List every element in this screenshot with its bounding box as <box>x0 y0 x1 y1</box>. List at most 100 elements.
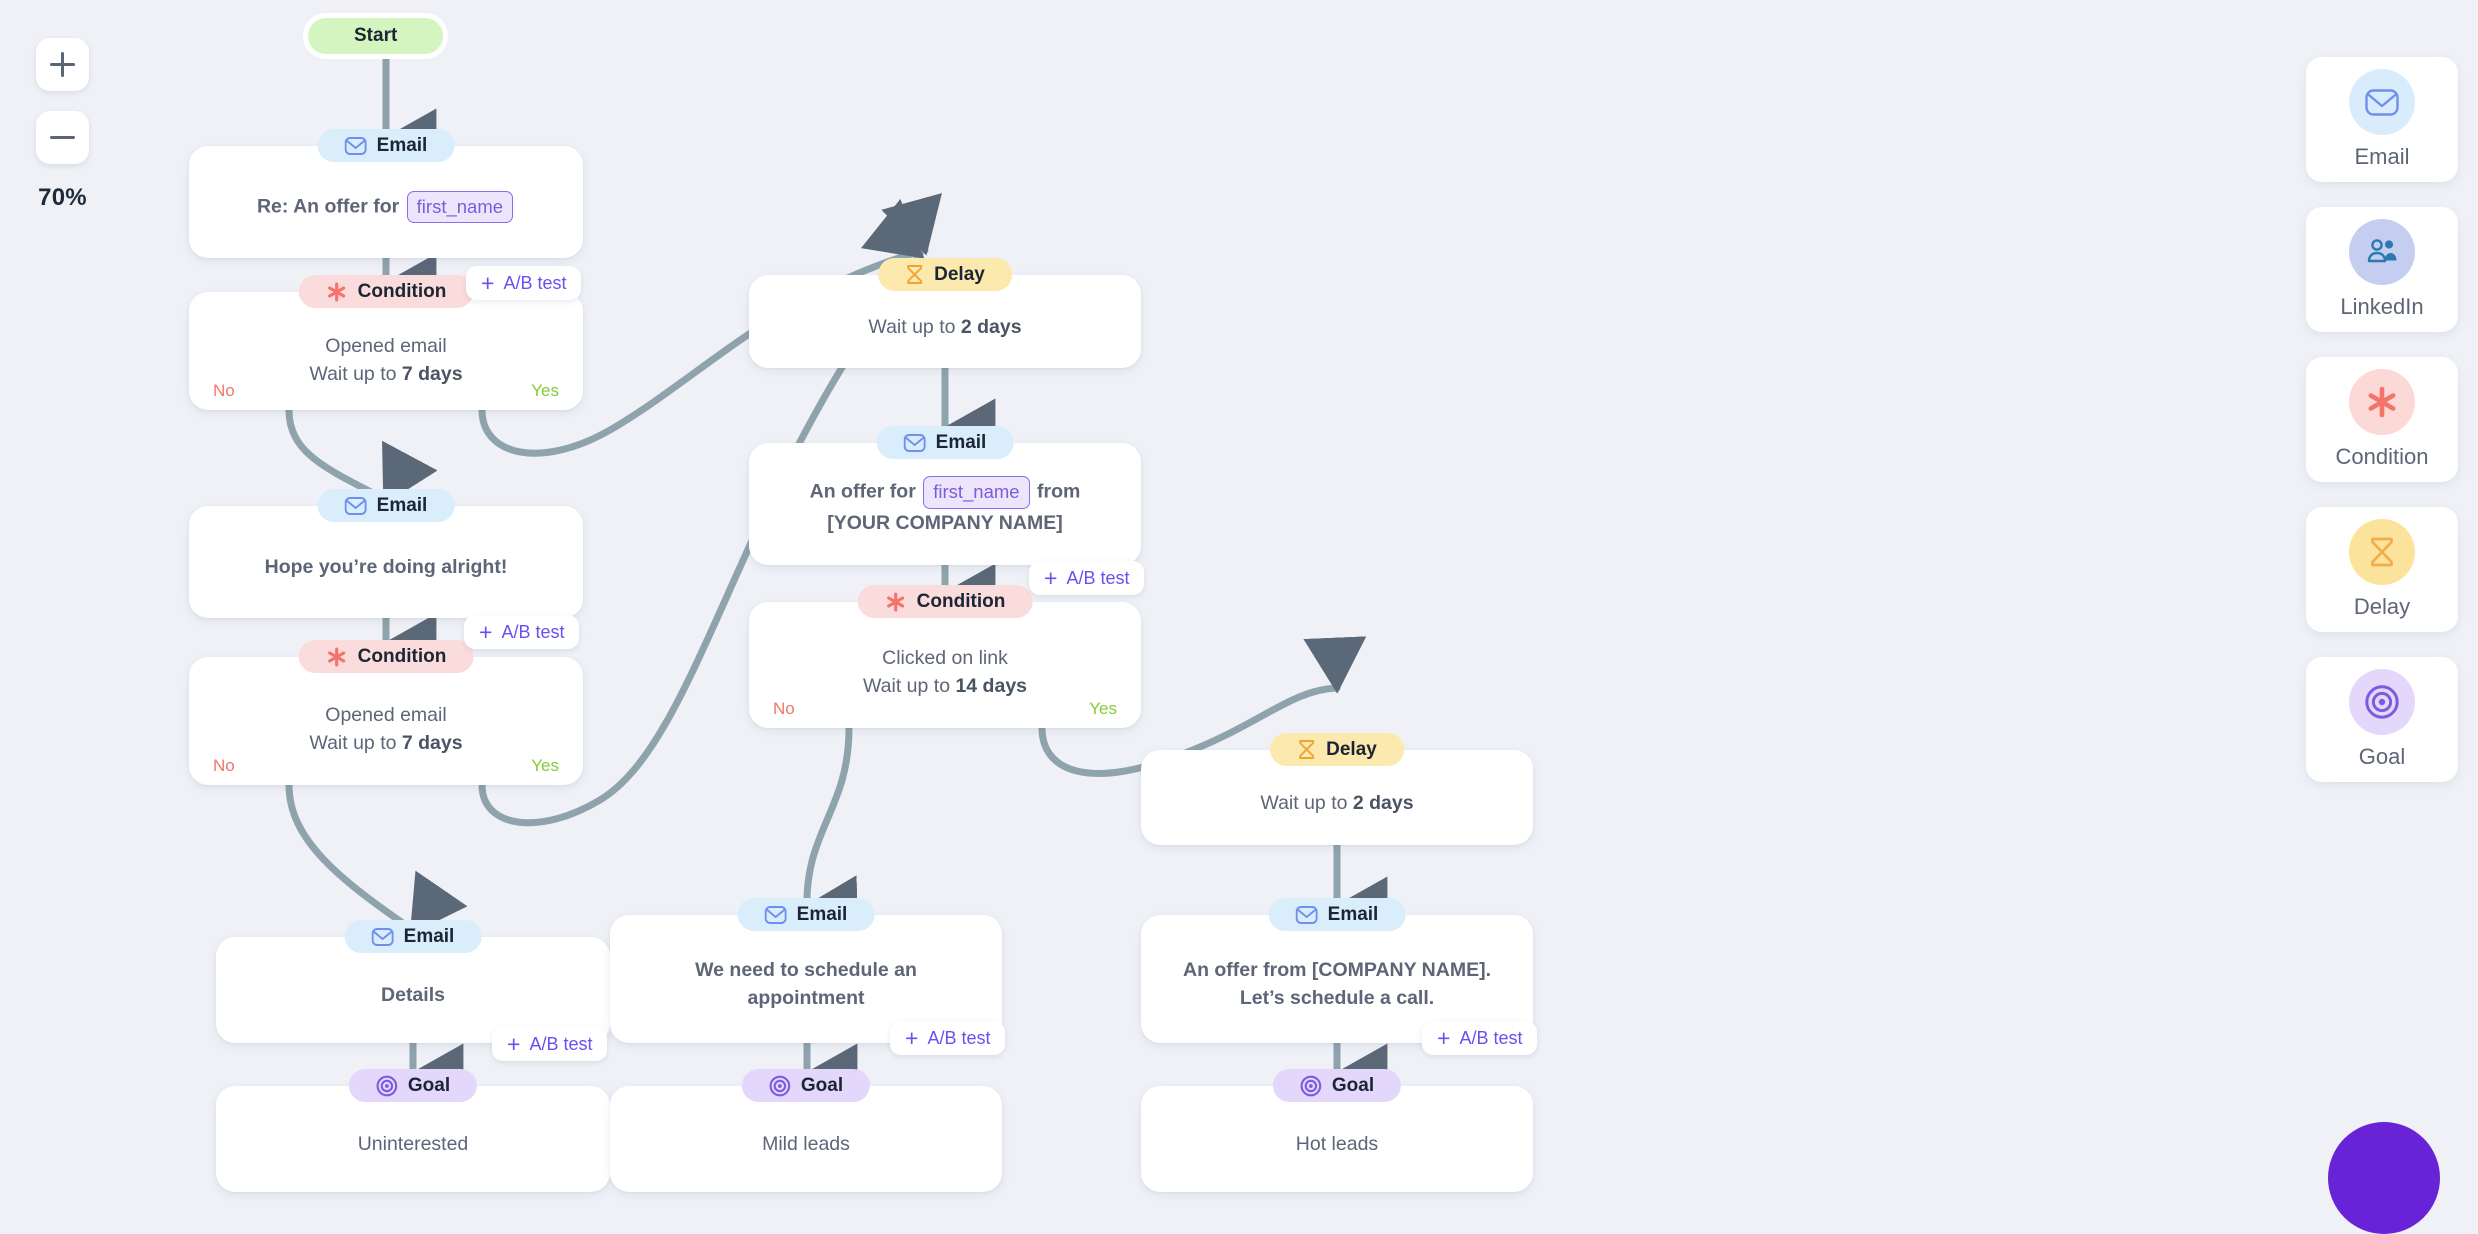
plus-icon <box>50 52 75 77</box>
goal-hot-text: Hot leads <box>1295 1132 1379 1155</box>
ab-test-button-1[interactable]: + A/B test <box>466 266 582 300</box>
delay-badge-label: Delay <box>1326 738 1377 760</box>
ab-test-button-3[interactable]: + A/B test <box>492 1027 608 1061</box>
condition-1-no-label: No <box>213 381 235 400</box>
node-delay-1[interactable]: Delay Wait up to 2 days <box>749 258 1141 368</box>
ab-test-label: A/B test <box>1066 567 1130 588</box>
node-condition-3[interactable]: Condition Clicked on link Wait up to 14 … <box>749 585 1141 728</box>
node-email-1[interactable]: Email Re: An offer for first_name <box>189 129 583 258</box>
email-icon <box>2349 69 2415 135</box>
node-email-3[interactable]: Email An offer for first_name from [YOUR… <box>749 426 1141 565</box>
ab-test-label: A/B test <box>927 1027 991 1048</box>
condition-2-wait-prefix: Wait up to <box>309 732 402 754</box>
email-5-subject-line-2: Let’s schedule a call. <box>1239 987 1435 1009</box>
condition-3-no-label: No <box>773 699 795 718</box>
node-start[interactable]: Start <box>308 18 444 54</box>
zoom-in-button[interactable] <box>36 38 89 91</box>
palette-item-condition[interactable]: Condition <box>2306 357 2458 482</box>
palette-item-goal[interactable]: Goal <box>2306 657 2458 782</box>
palette-item-linkedin[interactable]: LinkedIn <box>2306 207 2458 332</box>
node-condition-2[interactable]: Condition Opened email Wait up to 7 days… <box>189 640 583 785</box>
email-badge: Email <box>737 898 875 931</box>
minus-icon <box>50 125 75 150</box>
email-badge: Email <box>317 129 455 162</box>
email-details-subject: Details <box>381 983 445 1006</box>
email-icon <box>1295 905 1318 924</box>
condition-3-line-1: Clicked on link <box>882 646 1008 669</box>
goal-uninterested-text: Uninterested <box>357 1132 469 1155</box>
delay-2-wait-value: 2 days <box>1352 792 1414 815</box>
condition-3-yes-label: Yes <box>1089 699 1117 718</box>
palette-label-linkedin: LinkedIn <box>2340 294 2424 319</box>
goal-badge: Goal <box>348 1069 478 1102</box>
ab-test-label: A/B test <box>529 1033 593 1054</box>
email-3-token: first_name <box>923 476 1030 510</box>
condition-1-body: Opened email Wait up to 7 days <box>189 300 583 403</box>
palette-label-delay: Delay <box>2353 594 2411 619</box>
zoom-controls: 70% <box>36 38 89 212</box>
email-2-subject: Hope you’re doing alright! <box>264 555 508 578</box>
email-icon <box>764 905 787 924</box>
delay-1-wait-prefix: Wait up to <box>868 316 961 339</box>
condition-icon <box>2349 369 2415 435</box>
email-5-subject: An offer from [COMPANY NAME]. Let’s sche… <box>1141 922 1533 1037</box>
goal-badge-label: Goal <box>1331 1074 1375 1096</box>
goal-badge: Goal <box>1272 1069 1402 1102</box>
delay-badge-label: Delay <box>934 263 985 285</box>
goal-badge-label: Goal <box>800 1074 844 1096</box>
node-condition-1[interactable]: Condition Opened email Wait up to 7 days… <box>189 275 583 410</box>
condition-1-wait-prefix: Wait up to <box>309 363 402 385</box>
condition-2-wait-value: 7 days <box>401 732 463 754</box>
condition-icon <box>887 591 905 612</box>
help-fab-button[interactable] <box>2328 1122 2440 1234</box>
ab-test-button-6[interactable]: + A/B test <box>1422 1021 1538 1055</box>
email-icon <box>344 136 367 155</box>
condition-3-wait-value: 14 days <box>955 675 1028 697</box>
email-3-subject: An offer for first_name from [YOUR COMPA… <box>749 446 1141 561</box>
goal-icon <box>2349 669 2415 735</box>
ab-test-button-2[interactable]: + A/B test <box>464 615 580 649</box>
plus-icon: + <box>905 1024 919 1051</box>
node-delay-2[interactable]: Delay Wait up to 2 days <box>1141 733 1533 845</box>
email-badge-label: Email <box>935 431 987 453</box>
delay-2-body: Wait up to 2 days <box>1141 759 1533 835</box>
condition-badge-label: Condition <box>916 590 1006 612</box>
email-1-token: first_name <box>406 190 514 224</box>
node-goal-hot-leads[interactable]: Goal Hot leads <box>1141 1069 1533 1192</box>
palette-label-email: Email <box>2354 144 2410 169</box>
condition-badge: Condition <box>857 585 1033 618</box>
ab-test-label: A/B test <box>503 272 567 293</box>
plus-icon: + <box>1044 564 1058 591</box>
delay-icon <box>907 265 923 284</box>
condition-1-line-2: Wait up to 7 days <box>215 360 557 388</box>
zoom-out-button[interactable] <box>36 111 89 164</box>
delay-icon <box>2349 519 2415 585</box>
ab-test-button-5[interactable]: + A/B test <box>890 1021 1006 1055</box>
palette-item-email[interactable]: Email <box>2306 57 2458 182</box>
email-4-subject: We need to schedule an appointment <box>695 958 917 1009</box>
email-badge-label: Email <box>376 494 428 516</box>
email-3-subject-company: [YOUR COMPANY NAME] <box>827 512 1063 535</box>
condition-2-line-2: Wait up to 7 days <box>215 729 557 757</box>
condition-1-line-1: Opened email <box>325 334 447 357</box>
zoom-level-label: 70% <box>38 184 87 211</box>
ab-test-button-4[interactable]: + A/B test <box>1029 561 1145 595</box>
condition-1-wait-value: 7 days <box>401 363 463 385</box>
node-goal-mild-leads[interactable]: Goal Mild leads <box>610 1069 1002 1192</box>
email-1-subject: Re: An offer for first_name <box>189 157 583 248</box>
node-palette: Email LinkedIn <box>2306 57 2458 782</box>
condition-1-yes-label: Yes <box>531 381 559 400</box>
plus-icon: + <box>481 269 495 296</box>
node-goal-uninterested[interactable]: Goal Uninterested <box>216 1069 610 1192</box>
condition-badge: Condition <box>298 640 474 673</box>
node-email-2[interactable]: Email Hope you’re doing alright! <box>189 489 583 618</box>
condition-badge-label: Condition <box>357 280 447 302</box>
email-badge-label: Email <box>403 925 455 947</box>
palette-label-condition: Condition <box>2335 444 2429 469</box>
email-icon <box>371 927 394 946</box>
ab-test-label: A/B test <box>501 621 565 642</box>
delay-badge: Delay <box>1270 733 1404 766</box>
delay-badge: Delay <box>878 258 1012 291</box>
palette-item-delay[interactable]: Delay <box>2306 507 2458 632</box>
